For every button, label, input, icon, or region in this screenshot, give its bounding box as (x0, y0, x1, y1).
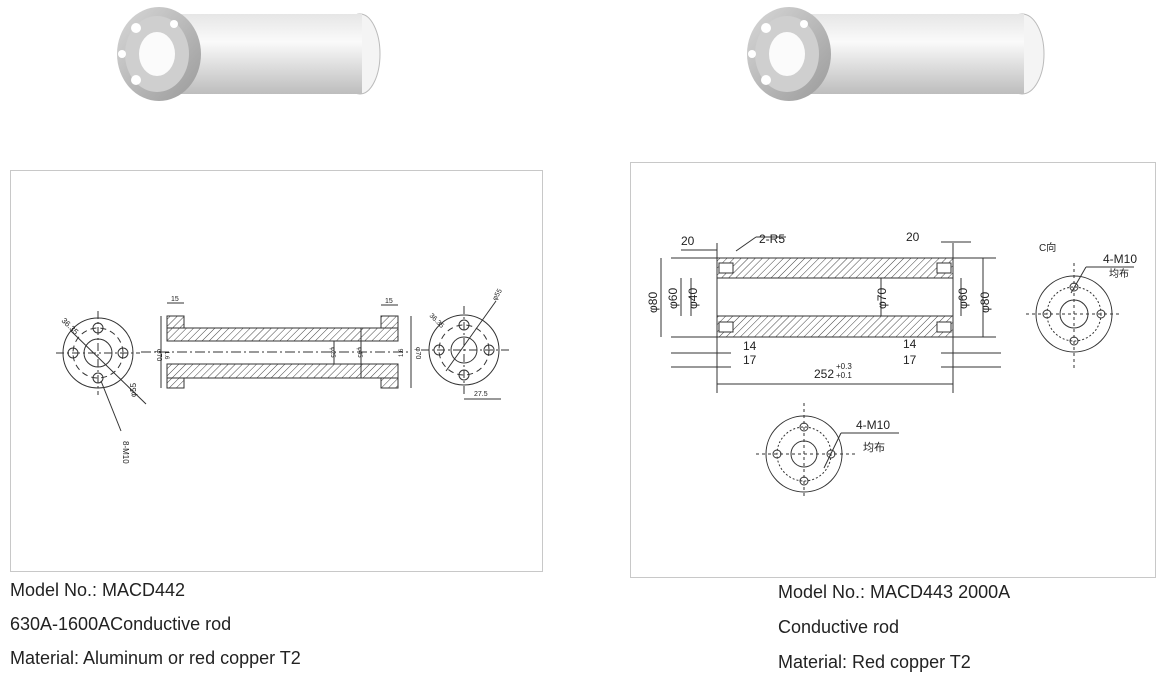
description-macd442: 630A-1600AConductive rod (10, 614, 232, 634)
dim-label: 均布 (1109, 268, 1129, 280)
dim-label: 8-M10 (121, 441, 130, 464)
rod-section (141, 302, 412, 389)
dim-label: 4-M10 (1103, 252, 1137, 266)
end-view-right (421, 300, 511, 400)
rod-section (660, 236, 1001, 393)
dim-label: φ55 (492, 288, 504, 302)
product-photo-macd442 (117, 7, 381, 101)
dim-label: 17 (903, 353, 917, 367)
dim-label: 17 (743, 353, 757, 367)
dim-label: φ70 (414, 347, 421, 359)
view-b (756, 403, 899, 498)
dim-label: φ25 (329, 347, 335, 358)
drawing-macd442: 36.35 φ55 8-M10 15 15 φ70 1.6 φ25 φ45 1.… (10, 170, 543, 572)
drawing-macd443: 20 2-R5 20 φ80 φ60 φ40 φ70 φ60 φ80 14 17… (630, 162, 1156, 578)
dim-label: φ80 (646, 292, 660, 313)
dim-label: φ80 (978, 292, 992, 313)
dim-label: 1.6 (163, 351, 169, 360)
dim-label: φ60 (956, 288, 970, 309)
view-c (1026, 263, 1134, 368)
model-number-macd443: Model No.: MACD443 2000A (778, 582, 1011, 602)
dim-label: 36.35 (428, 312, 445, 329)
dim-label: 36.35 (60, 316, 81, 337)
dim-label: 20 (906, 230, 920, 244)
dim-label: 15 (385, 298, 393, 305)
dim-label: 2-R5 (759, 232, 785, 246)
dim-label: +0.1 (836, 371, 852, 380)
material-macd443: Material: Red copper T2 (778, 652, 971, 672)
dim-label: φ70 (875, 288, 889, 309)
dim-label: 14 (743, 339, 757, 353)
dim-label: 4-M10 (856, 418, 890, 432)
dim-label: 27.5 (474, 391, 488, 398)
dim-label: φ40 (686, 288, 700, 309)
dim-label: 15 (171, 296, 179, 303)
dim-label: φ55 (129, 382, 138, 397)
dim-label: 20 (681, 234, 695, 248)
material-macd442: Material: Aluminum or red copper T2 (10, 648, 301, 668)
end-view-left (56, 311, 147, 432)
dim-label: φ60 (666, 288, 680, 309)
dim-label: φ70 (155, 349, 162, 361)
dim-label: 均布 (863, 441, 885, 454)
dim-label: φ45 (356, 347, 362, 358)
dim-label: +0.3 (836, 362, 852, 371)
dim-label: 252 (814, 367, 834, 381)
model-number-macd442: Model No.: MACD442 (10, 580, 186, 600)
dim-label: 14 (903, 337, 917, 351)
dim-label: 1.6 (399, 348, 405, 357)
dim-label: C向 (1039, 241, 1056, 254)
product-photo-macd443 (747, 7, 1045, 101)
description-macd443: Conductive rod (778, 617, 900, 637)
